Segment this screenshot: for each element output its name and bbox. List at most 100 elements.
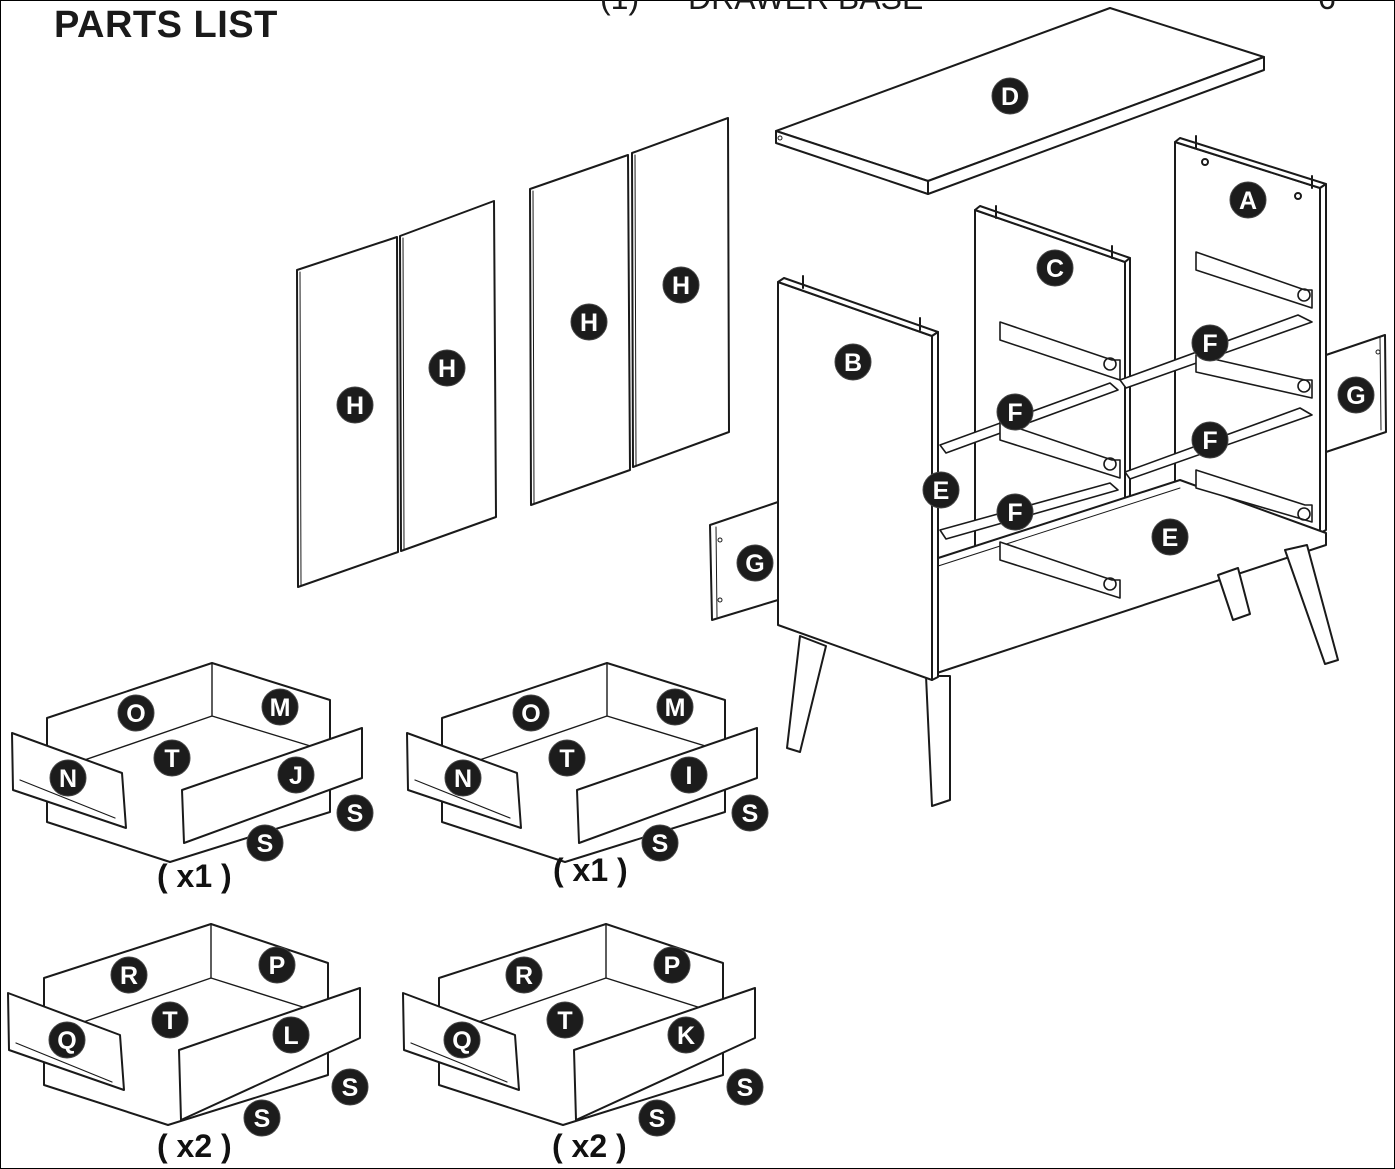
svg-text:S: S — [649, 1105, 666, 1133]
svg-text:J: J — [289, 762, 303, 790]
header-item-name: DRAWER BASE — [688, 0, 923, 16]
svg-text:A: A — [1239, 187, 1257, 215]
svg-text:H: H — [438, 355, 456, 383]
label-g-1: G — [1337, 376, 1375, 414]
label-e-2: E — [1151, 518, 1189, 556]
label-c: C — [1036, 249, 1074, 287]
label-f-2: F — [996, 393, 1034, 431]
svg-text:E: E — [933, 477, 950, 505]
drawer-slides — [999, 251, 1313, 599]
label-e-1: E — [922, 471, 960, 509]
label-o-2: O — [512, 694, 550, 732]
label-s-6: S — [243, 1099, 281, 1137]
label-r-2: R — [505, 956, 543, 994]
label-a: A — [1229, 181, 1267, 219]
svg-text:Q: Q — [57, 1027, 76, 1055]
label-q-1: Q — [48, 1021, 86, 1059]
label-s-8: S — [638, 1099, 676, 1137]
header-quantity: (1) — [600, 0, 639, 16]
side-panel-b — [777, 275, 939, 681]
drawer-2-quantity: ( x1 ) — [553, 852, 628, 888]
drawer-1-quantity: ( x1 ) — [157, 858, 232, 894]
svg-text:T: T — [559, 745, 574, 773]
svg-text:H: H — [672, 272, 690, 300]
svg-text:H: H — [580, 309, 598, 337]
leg-3 — [1217, 567, 1251, 621]
leg-4 — [1284, 544, 1339, 665]
svg-text:L: L — [283, 1022, 298, 1050]
label-l: L — [272, 1016, 310, 1054]
svg-text:F: F — [1007, 399, 1022, 427]
label-m-2: M — [656, 688, 694, 726]
svg-text:F: F — [1007, 499, 1022, 527]
svg-text:M: M — [665, 694, 686, 722]
svg-text:P: P — [664, 952, 681, 980]
svg-text:G: G — [745, 550, 764, 578]
label-f-1: F — [1191, 324, 1229, 362]
label-g-2: G — [736, 544, 774, 582]
label-f-3: F — [1191, 421, 1229, 459]
label-m-1: M — [261, 688, 299, 726]
label-h-4: H — [662, 266, 700, 304]
leg-2 — [925, 675, 951, 807]
label-t-4: T — [546, 1001, 584, 1039]
svg-text:P: P — [269, 952, 286, 980]
header-count: 6 — [1318, 0, 1336, 17]
svg-text:C: C — [1046, 255, 1064, 283]
label-s-5: S — [331, 1068, 369, 1106]
drawer-3-quantity: ( x2 ) — [157, 1128, 232, 1164]
svg-text:R: R — [120, 962, 138, 990]
svg-text:K: K — [677, 1022, 695, 1050]
svg-text:G: G — [1346, 382, 1365, 410]
label-t-3: T — [151, 1001, 189, 1039]
header-item-row: (1) DRAWER BASE — [600, 0, 923, 17]
label-b: B — [834, 343, 872, 381]
svg-text:R: R — [515, 962, 533, 990]
label-h-1: H — [336, 386, 374, 424]
svg-text:B: B — [844, 349, 862, 377]
label-s-1: S — [336, 794, 374, 832]
label-s-4: S — [641, 824, 679, 862]
svg-text:H: H — [346, 392, 364, 420]
label-s-2: S — [246, 824, 284, 862]
svg-text:N: N — [454, 765, 472, 793]
svg-text:S: S — [342, 1074, 359, 1102]
svg-text:M: M — [270, 694, 291, 722]
label-p-1: P — [258, 946, 296, 984]
label-f-4: F — [996, 493, 1034, 531]
label-s-3: S — [731, 794, 769, 832]
label-s-7: S — [726, 1068, 764, 1106]
svg-text:O: O — [126, 700, 145, 728]
label-n-1: N — [49, 759, 87, 797]
svg-text:F: F — [1202, 330, 1217, 358]
svg-text:F: F — [1202, 427, 1217, 455]
svg-text:S: S — [652, 830, 669, 858]
page-title: PARTS LIST — [54, 4, 278, 46]
label-p-2: P — [653, 946, 691, 984]
label-k: K — [667, 1016, 705, 1054]
svg-text:E: E — [1162, 524, 1179, 552]
label-i: I — [670, 756, 708, 794]
label-q-2: Q — [443, 1021, 481, 1059]
label-t-1: T — [153, 739, 191, 777]
label-d: D — [991, 77, 1029, 115]
svg-text:S: S — [347, 800, 364, 828]
svg-text:Q: Q — [452, 1027, 471, 1055]
svg-text:S: S — [742, 800, 759, 828]
svg-text:I: I — [686, 762, 693, 790]
label-o-1: O — [117, 694, 155, 732]
svg-text:T: T — [557, 1007, 572, 1035]
svg-text:D: D — [1001, 83, 1019, 111]
svg-text:N: N — [59, 765, 77, 793]
label-t-2: T — [548, 739, 586, 777]
label-r-1: R — [110, 956, 148, 994]
svg-text:T: T — [162, 1007, 177, 1035]
leg-1 — [786, 635, 827, 753]
svg-text:S: S — [254, 1105, 271, 1133]
svg-text:O: O — [521, 700, 540, 728]
label-h-2: H — [428, 349, 466, 387]
label-n-2: N — [444, 759, 482, 797]
label-h-3: H — [570, 303, 608, 341]
label-j: J — [277, 756, 315, 794]
